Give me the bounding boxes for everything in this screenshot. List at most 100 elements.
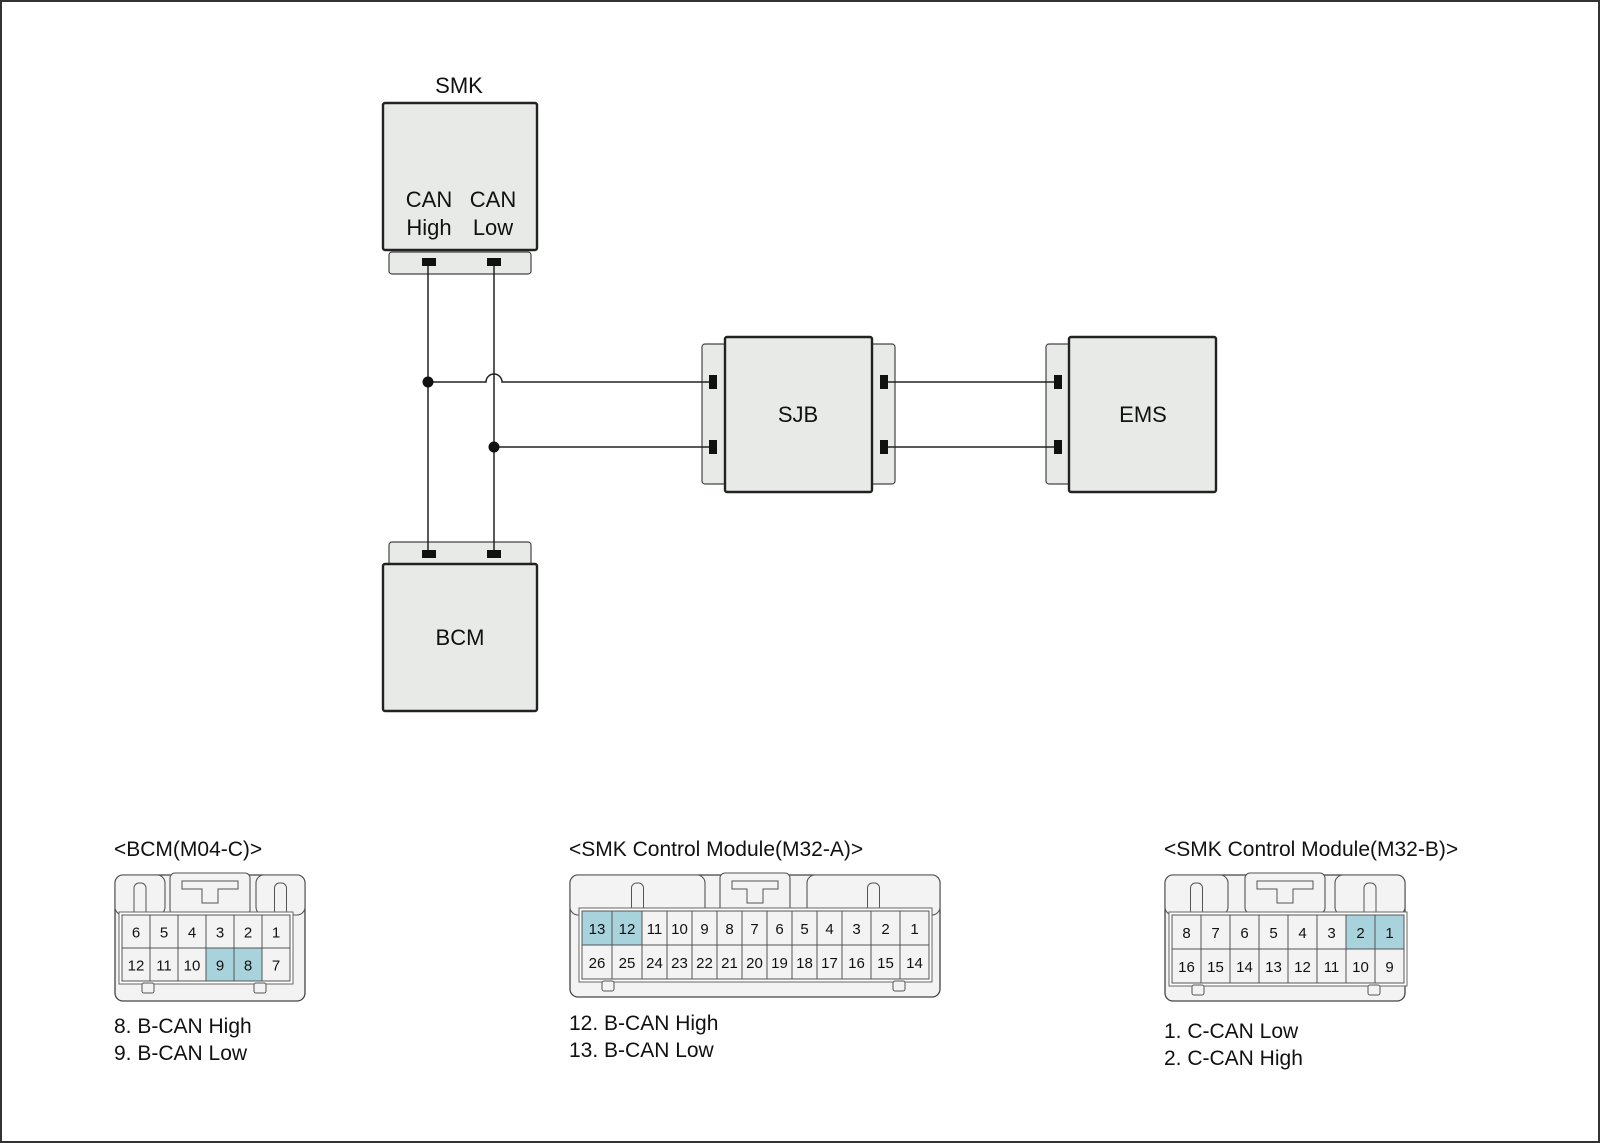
ems-pin-2 xyxy=(1054,440,1062,454)
pin-number: 14 xyxy=(906,955,923,972)
smk-pin-high-label-line1: CAN xyxy=(406,187,452,212)
smk-pin-low xyxy=(487,258,501,266)
ems-box xyxy=(1067,335,1218,494)
pin-number: 7 xyxy=(1211,925,1219,942)
smk-pin-low-label-line1: CAN xyxy=(470,187,516,212)
sjb-pin-right-2 xyxy=(880,440,888,454)
pin-number: 7 xyxy=(750,921,758,938)
sjb-pin-left-1 xyxy=(709,375,717,389)
pin-number: 25 xyxy=(619,955,636,972)
pin-cavity xyxy=(741,910,768,946)
pin-number: 9 xyxy=(700,921,708,938)
pin-cavity xyxy=(261,914,291,949)
pin-cavity xyxy=(1374,948,1405,984)
pin-number: 17 xyxy=(821,955,838,972)
pin-number: 1 xyxy=(910,921,918,938)
lock-key-notch xyxy=(181,880,239,904)
pin-number: 3 xyxy=(216,925,224,942)
splice-dot-high xyxy=(422,376,434,388)
pin-number: 18 xyxy=(796,955,813,972)
pin-number: 2 xyxy=(881,921,889,938)
pin-number: 14 xyxy=(1236,959,1253,976)
ems-pin-1 xyxy=(1054,375,1062,389)
ems-connector xyxy=(1045,343,1072,485)
pin-description: 13. B-CAN Low xyxy=(569,1039,715,1062)
pin-cavity xyxy=(177,947,207,982)
sjb-pin-right-1 xyxy=(880,375,888,389)
lock-key-notch xyxy=(1256,880,1314,904)
pin-description: 8. B-CAN High xyxy=(114,1015,252,1038)
bottom-rib xyxy=(141,982,155,994)
pin-number: 19 xyxy=(771,955,788,972)
pin-number: 8 xyxy=(725,921,733,938)
sjb-module: SJB xyxy=(701,335,896,494)
pin-number: 15 xyxy=(877,955,894,972)
pin-number: 10 xyxy=(1352,959,1369,976)
pin-cavity xyxy=(899,910,930,946)
bcm-title: BCM xyxy=(436,625,485,650)
pin-number: 3 xyxy=(852,921,860,938)
pin-number: 6 xyxy=(132,925,140,942)
pin-number: 9 xyxy=(216,958,224,975)
pin-cavity xyxy=(1200,948,1231,984)
ems-module: EMS xyxy=(1045,335,1218,494)
pin-number: 16 xyxy=(848,955,865,972)
pin-cavity xyxy=(611,944,643,980)
pin-number: 2 xyxy=(244,925,252,942)
lock-key xyxy=(719,872,791,914)
pin-number: 11 xyxy=(1324,959,1340,976)
pin-cavity xyxy=(121,947,151,982)
pin-cavity xyxy=(816,944,843,980)
pin-number: 12 xyxy=(128,958,145,975)
latch-tab xyxy=(1334,874,1406,916)
pin-number: 12 xyxy=(1294,959,1311,976)
pin-cavity xyxy=(666,944,693,980)
pin-number: 6 xyxy=(775,921,783,938)
wire-can-high-to-sjb xyxy=(428,373,709,383)
bcm-pin-high xyxy=(422,550,436,558)
pin-cavity xyxy=(691,910,718,946)
sjb-title: SJB xyxy=(778,402,818,427)
latch-tab xyxy=(114,874,166,916)
bcm-module: BCM xyxy=(381,541,539,713)
pin-number: 9 xyxy=(1385,959,1393,976)
pin-cavity xyxy=(899,944,930,980)
pin-cavity xyxy=(1345,948,1376,984)
pin-cavity xyxy=(691,944,718,980)
smk-pin-high xyxy=(422,258,436,266)
smk-title: SMK xyxy=(435,73,483,98)
pin-number: 15 xyxy=(1207,959,1224,976)
smk-box xyxy=(381,101,539,252)
pin-cavity xyxy=(1229,948,1260,984)
sjb-right-connector xyxy=(869,343,896,485)
bottom-rib xyxy=(892,980,906,992)
pin-number: 24 xyxy=(646,955,663,972)
connector-title: <BCM(M04-C)> xyxy=(114,838,262,861)
pin-cavity xyxy=(233,947,263,982)
bottom-rib xyxy=(253,982,267,994)
pin-number: 5 xyxy=(800,921,808,938)
pin-cavity xyxy=(766,944,793,980)
pin-number: 26 xyxy=(589,955,606,972)
pin-cavity xyxy=(233,914,263,949)
pin-number: 6 xyxy=(1240,925,1248,942)
pin-cavity xyxy=(716,910,743,946)
pin-number: 3 xyxy=(1327,925,1335,942)
pin-number: 23 xyxy=(671,955,688,972)
pin-cavity xyxy=(641,910,668,946)
pin-number: 13 xyxy=(589,921,606,938)
pin-description: 12. B-CAN High xyxy=(569,1012,718,1035)
bcm-pin-low xyxy=(487,550,501,558)
smk-pin-low-label-line2: Low xyxy=(473,215,513,240)
sjb-left-connector xyxy=(701,343,727,485)
pin-number: 1 xyxy=(1385,925,1393,942)
pin-number: 5 xyxy=(160,925,168,942)
pin-cavity xyxy=(870,944,901,980)
pin-cavity xyxy=(791,944,818,980)
pin-cavity xyxy=(741,944,768,980)
pin-cavity xyxy=(641,944,668,980)
